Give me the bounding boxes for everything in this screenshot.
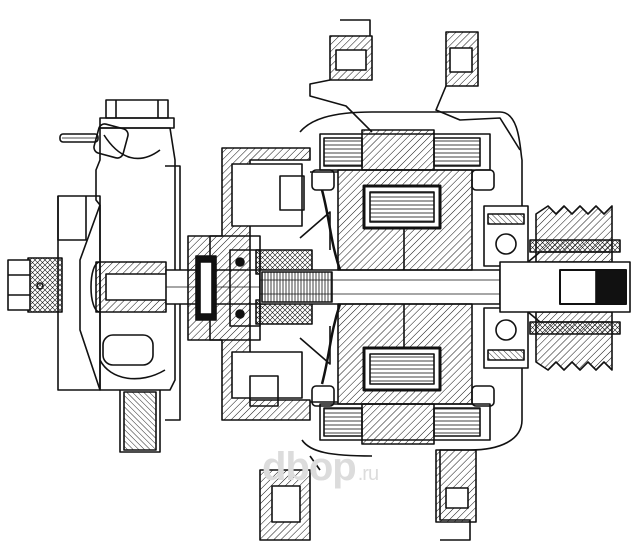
front-bearing xyxy=(483,205,529,369)
rotor xyxy=(310,169,495,407)
mounting-lug-top xyxy=(309,19,521,151)
watermark-logo: dbop.ru xyxy=(262,445,379,490)
vacuum-pump xyxy=(7,99,181,453)
watermark-suffix: .ru xyxy=(357,463,379,485)
rotor-shaft xyxy=(259,269,501,305)
stator xyxy=(319,129,491,445)
rear-housing xyxy=(187,147,331,421)
front-housing xyxy=(259,111,523,541)
watermark-text: dbop xyxy=(262,445,357,489)
pulley xyxy=(499,205,631,371)
